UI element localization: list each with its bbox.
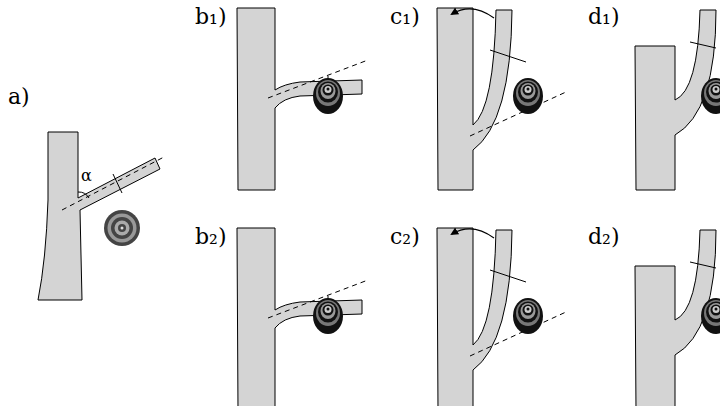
panel-label: c₂)	[390, 226, 420, 248]
panel-label: d₂)	[588, 226, 620, 248]
panel-label: b₂)	[195, 226, 227, 248]
panel-label: a)	[8, 86, 30, 108]
angle-symbol: α	[81, 168, 92, 184]
panel-label: c₁)	[390, 6, 420, 28]
panel-label: d₁)	[588, 6, 620, 28]
panel-label: b₁)	[195, 6, 227, 28]
